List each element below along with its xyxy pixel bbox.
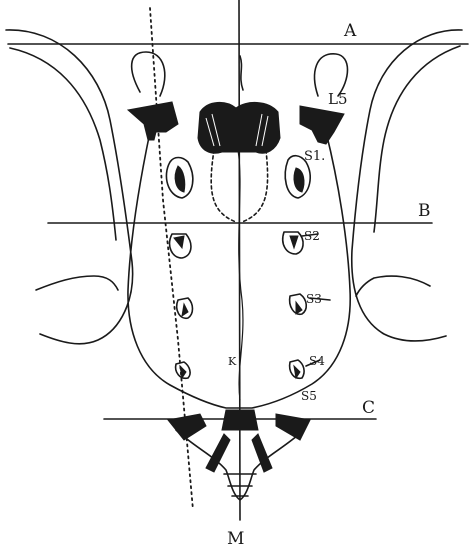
- foramen-s3-right-shade: [296, 302, 302, 314]
- label-b: B: [418, 201, 431, 221]
- label-l5: L5: [328, 90, 348, 108]
- label-s2: S2: [304, 229, 320, 243]
- coccyx-left-horn: [206, 434, 230, 472]
- label-s3: S3: [306, 292, 322, 306]
- label-c: C: [362, 398, 375, 418]
- label-s5: S5: [301, 389, 317, 403]
- l5-left-process: [128, 102, 178, 140]
- label-a: A: [343, 21, 357, 41]
- l5-left-loop: [132, 52, 165, 96]
- l5-spinous-curl: [240, 56, 243, 90]
- coccyx-right-horn: [252, 434, 272, 472]
- label-m: M: [227, 529, 244, 546]
- left-ilium-outer: [6, 30, 133, 344]
- left-ilium-inner: [10, 48, 116, 240]
- right-ilium-outer: [352, 30, 462, 341]
- right-ilium-inner: [374, 46, 460, 232]
- foramen-s2-right-shade: [290, 236, 298, 248]
- sacral-canal-left: [211, 150, 236, 222]
- label-k: K: [228, 355, 237, 368]
- foramen-s1-left-shade: [175, 166, 185, 192]
- label-s1: S1.: [304, 149, 325, 164]
- coccyx-top-block: [222, 410, 258, 430]
- foramen-s1-right-shade: [294, 168, 304, 192]
- s5-left-process: [168, 414, 206, 440]
- l5-vertebral-body: [198, 102, 280, 153]
- right-iliac-crest: [356, 276, 430, 296]
- sacral-canal-right: [242, 150, 268, 222]
- s5-right-process: [276, 414, 310, 440]
- left-iliac-crest: [36, 276, 118, 290]
- foramen-s3-left-shade: [182, 304, 188, 316]
- foramen-s2-left-shade: [174, 236, 184, 248]
- l5-right-process: [300, 106, 344, 144]
- label-s4: S4: [309, 354, 325, 368]
